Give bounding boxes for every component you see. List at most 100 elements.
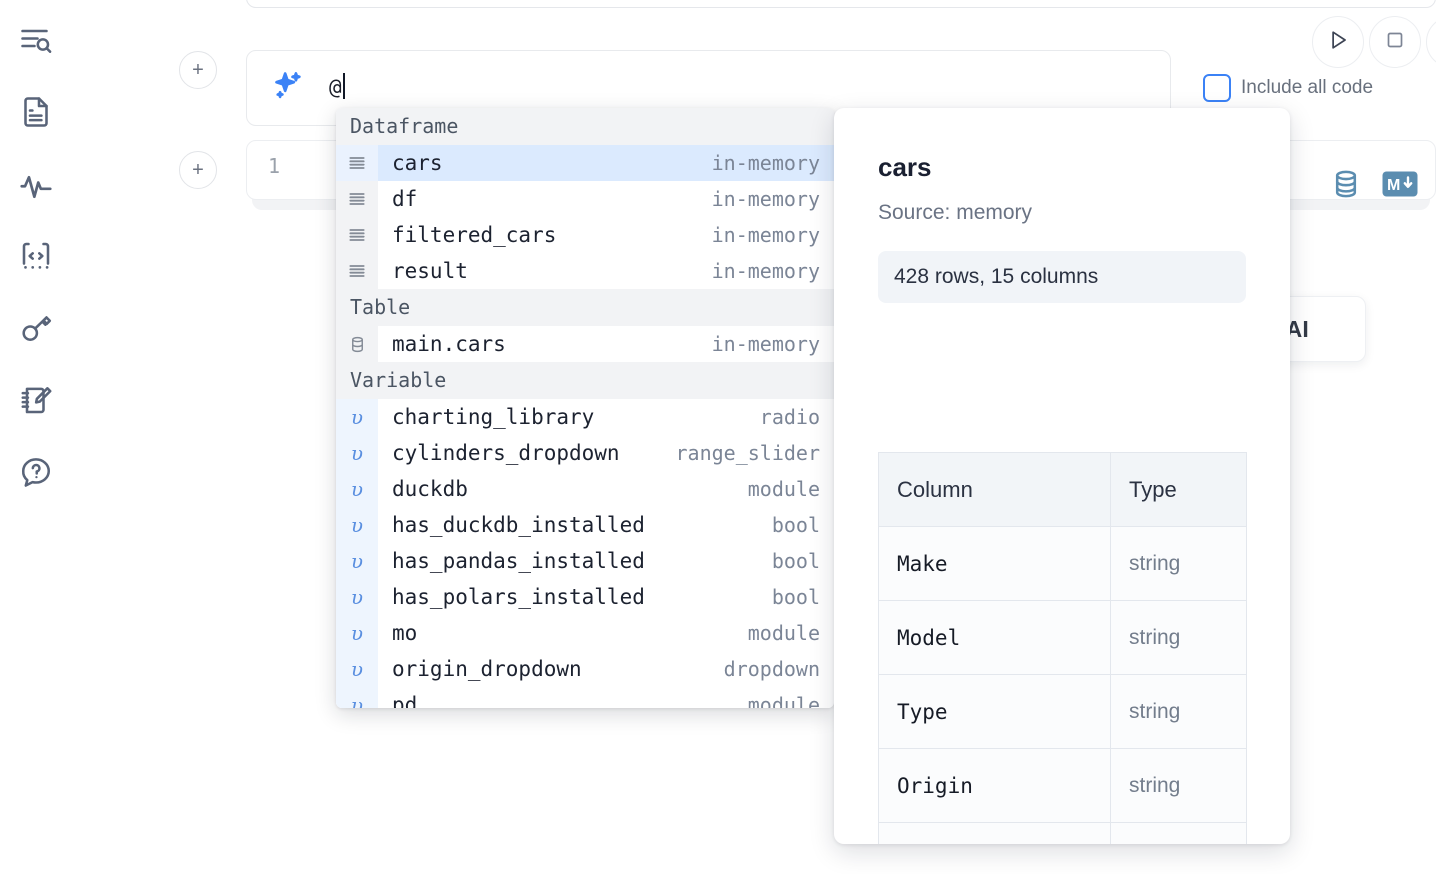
variable-icon: υ	[336, 435, 378, 471]
autocomplete-item-label: filtered_cars	[392, 223, 557, 247]
add-cell-button-top[interactable]: +	[179, 51, 217, 89]
add-cell-button-bottom[interactable]: +	[179, 151, 217, 189]
code-snippet-icon	[18, 238, 54, 274]
autocomplete-item-type: bool	[771, 513, 820, 537]
variable-glyph: υ	[350, 621, 364, 645]
line-number: 1	[268, 154, 281, 178]
table-header-row: Column Type	[878, 452, 1247, 527]
variable-icon: υ	[336, 687, 378, 708]
sidebar-item-help[interactable]	[14, 450, 58, 494]
autocomplete-item[interactable]: υ pd module	[336, 687, 834, 708]
autocomplete-item[interactable]: υ origin_dropdown dropdown	[336, 651, 834, 687]
autocomplete-section-header: Dataframe	[336, 108, 834, 145]
sidebar-item-secrets[interactable]	[14, 306, 58, 350]
stop-button[interactable]	[1369, 16, 1421, 68]
autocomplete-item-label: cylinders_dropdown	[392, 441, 620, 465]
text-caret	[342, 73, 345, 99]
autocomplete-item-label: main.cars	[392, 332, 506, 356]
dataframe-icon	[336, 181, 378, 217]
key-icon	[18, 310, 54, 346]
autocomplete-item-type: in-memory	[711, 259, 820, 283]
variable-glyph: υ	[350, 405, 364, 429]
plus-icon: +	[192, 159, 204, 181]
autocomplete-item-type: module	[747, 693, 820, 708]
schema-column-name: Model	[878, 600, 1111, 675]
activity-pulse-icon	[18, 166, 54, 202]
schema-column-name: Type	[878, 674, 1111, 749]
include-all-code-row[interactable]: Include all code	[1203, 74, 1373, 102]
autocomplete-item-type: dropdown	[723, 657, 820, 681]
autocomplete-item-label: pd	[392, 693, 418, 708]
autocomplete-item-type: in-memory	[711, 151, 820, 175]
file-text-icon	[18, 94, 54, 130]
variable-icon: υ	[336, 579, 378, 615]
ai-prompt-input[interactable]: @	[329, 73, 345, 99]
run-button[interactable]	[1312, 16, 1364, 68]
sidebar-item-activity[interactable]	[14, 162, 58, 206]
autocomplete-item-label: cars	[392, 151, 443, 175]
detail-title: cars	[878, 152, 932, 182]
autocomplete-section-header: Table	[336, 289, 834, 326]
autocomplete-item-type: range_slider	[675, 441, 821, 465]
variable-glyph: υ	[350, 513, 364, 537]
autocomplete-item-type: radio	[759, 405, 820, 429]
stop-square-icon	[1383, 28, 1407, 57]
sidebar-item-snippets[interactable]	[14, 234, 58, 278]
autocomplete-item-label: mo	[392, 621, 418, 645]
schema-column-name: DriveTrain	[878, 822, 1111, 844]
sidebar-item-file[interactable]	[14, 90, 58, 134]
schema-column-type: string	[1110, 822, 1247, 844]
sidebar-item-outline-search[interactable]	[14, 18, 58, 62]
variable-icon: υ	[336, 399, 378, 435]
dataframe-icon	[336, 217, 378, 253]
autocomplete-section-header: Variable	[336, 362, 834, 399]
plus-icon: +	[192, 59, 204, 81]
autocomplete-item-type: module	[747, 621, 820, 645]
variable-glyph: υ	[350, 441, 364, 465]
outline-search-icon	[18, 22, 54, 58]
sidebar-item-scratchpad[interactable]	[14, 378, 58, 422]
svg-text:M: M	[1387, 177, 1400, 194]
variable-icon: υ	[336, 615, 378, 651]
dataframe-icon	[336, 145, 378, 181]
database-icon[interactable]	[1330, 168, 1362, 200]
autocomplete-item-label: has_polars_installed	[392, 585, 645, 609]
schema-column-name: Make	[878, 526, 1111, 601]
variable-glyph: υ	[350, 657, 364, 681]
variable-glyph: υ	[350, 585, 364, 609]
autocomplete-item[interactable]: υ cylinders_dropdown range_slider	[336, 435, 834, 471]
variable-glyph: υ	[350, 693, 364, 708]
include-all-code-label: Include all code	[1241, 77, 1374, 98]
dataframe-icon	[336, 253, 378, 289]
include-all-code-checkbox[interactable]	[1203, 74, 1231, 102]
autocomplete-item-type: in-memory	[711, 223, 820, 247]
more-actions-button[interactable]	[1426, 16, 1436, 68]
autocomplete-item-type: in-memory	[711, 187, 820, 211]
column-header-type: Type	[1110, 452, 1247, 527]
autocomplete-item-type: bool	[771, 549, 820, 573]
autocomplete-item[interactable]: υ mo module	[336, 615, 834, 651]
play-icon	[1325, 27, 1351, 58]
table-row: DriveTrainstring	[878, 822, 1247, 844]
variable-icon: υ	[336, 543, 378, 579]
autocomplete-item[interactable]: filtered_cars in-memory	[336, 217, 834, 253]
help-chat-icon	[18, 454, 54, 490]
autocomplete-item-label: origin_dropdown	[392, 657, 582, 681]
column-header-column: Column	[878, 452, 1111, 527]
markdown-icon[interactable]: M	[1382, 171, 1418, 197]
autocomplete-item[interactable]: cars in-memory	[336, 145, 834, 181]
